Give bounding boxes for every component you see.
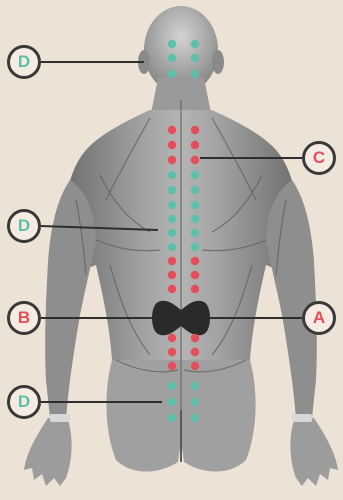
acupressure-dot-red xyxy=(191,334,199,342)
marker-d-mid-back: D xyxy=(7,209,41,243)
acupressure-dot-red xyxy=(191,156,199,164)
acupressure-dot-teal xyxy=(168,243,176,251)
right-ear xyxy=(212,50,224,74)
left-arm xyxy=(45,180,96,420)
marker-c: C xyxy=(302,141,336,175)
acupressure-dot-teal xyxy=(191,215,199,223)
acupressure-dot-red xyxy=(168,257,176,265)
marker-a: A xyxy=(302,301,336,335)
acupressure-dot-red xyxy=(168,141,176,149)
acupressure-dot-red xyxy=(168,156,176,164)
acupressure-dot-teal xyxy=(191,54,199,62)
acupressure-dot-red xyxy=(191,126,199,134)
acupressure-dot-teal xyxy=(168,40,176,48)
acupressure-dot-teal xyxy=(191,398,199,406)
acupressure-dot-red xyxy=(191,285,199,293)
acupressure-dot-teal xyxy=(191,243,199,251)
acupressure-dot-teal xyxy=(168,201,176,209)
acupressure-dot-teal xyxy=(168,414,176,422)
acupressure-dot-teal xyxy=(168,186,176,194)
acupressure-dot-teal xyxy=(191,40,199,48)
acupressure-dot-red xyxy=(168,126,176,134)
acupressure-dot-red xyxy=(168,334,176,342)
acupressure-dot-teal xyxy=(191,70,199,78)
acupressure-dot-teal xyxy=(191,229,199,237)
acupressure-dot-red xyxy=(191,141,199,149)
acupressure-dot-red xyxy=(191,348,199,356)
acupressure-dot-red xyxy=(191,257,199,265)
acupressure-dot-teal xyxy=(168,54,176,62)
acupressure-dot-red xyxy=(168,362,176,370)
acupressure-dot-teal xyxy=(191,186,199,194)
right-hand xyxy=(290,418,338,486)
right-wrist-band xyxy=(292,414,312,422)
acupressure-dot-teal xyxy=(191,382,199,390)
acupressure-dot-teal xyxy=(191,201,199,209)
marker-d-lower: D xyxy=(7,385,41,419)
acupressure-dot-teal xyxy=(168,171,176,179)
acupressure-dot-teal xyxy=(191,171,199,179)
marker-b: B xyxy=(7,301,41,335)
marker-d-head: D xyxy=(7,45,41,79)
acupressure-dot-teal xyxy=(168,398,176,406)
acupressure-dot-red xyxy=(191,271,199,279)
left-hand xyxy=(24,418,72,486)
acupressure-dot-teal xyxy=(191,414,199,422)
acupressure-dot-teal xyxy=(168,382,176,390)
acupressure-dot-red xyxy=(168,271,176,279)
right-arm xyxy=(266,180,317,420)
acupressure-dot-red xyxy=(168,285,176,293)
left-wrist-band xyxy=(50,414,70,422)
acupressure-dot-teal xyxy=(168,215,176,223)
acupressure-dot-red xyxy=(168,348,176,356)
acupressure-dot-red xyxy=(191,362,199,370)
acupressure-dot-teal xyxy=(168,229,176,237)
acupressure-dot-teal xyxy=(168,70,176,78)
